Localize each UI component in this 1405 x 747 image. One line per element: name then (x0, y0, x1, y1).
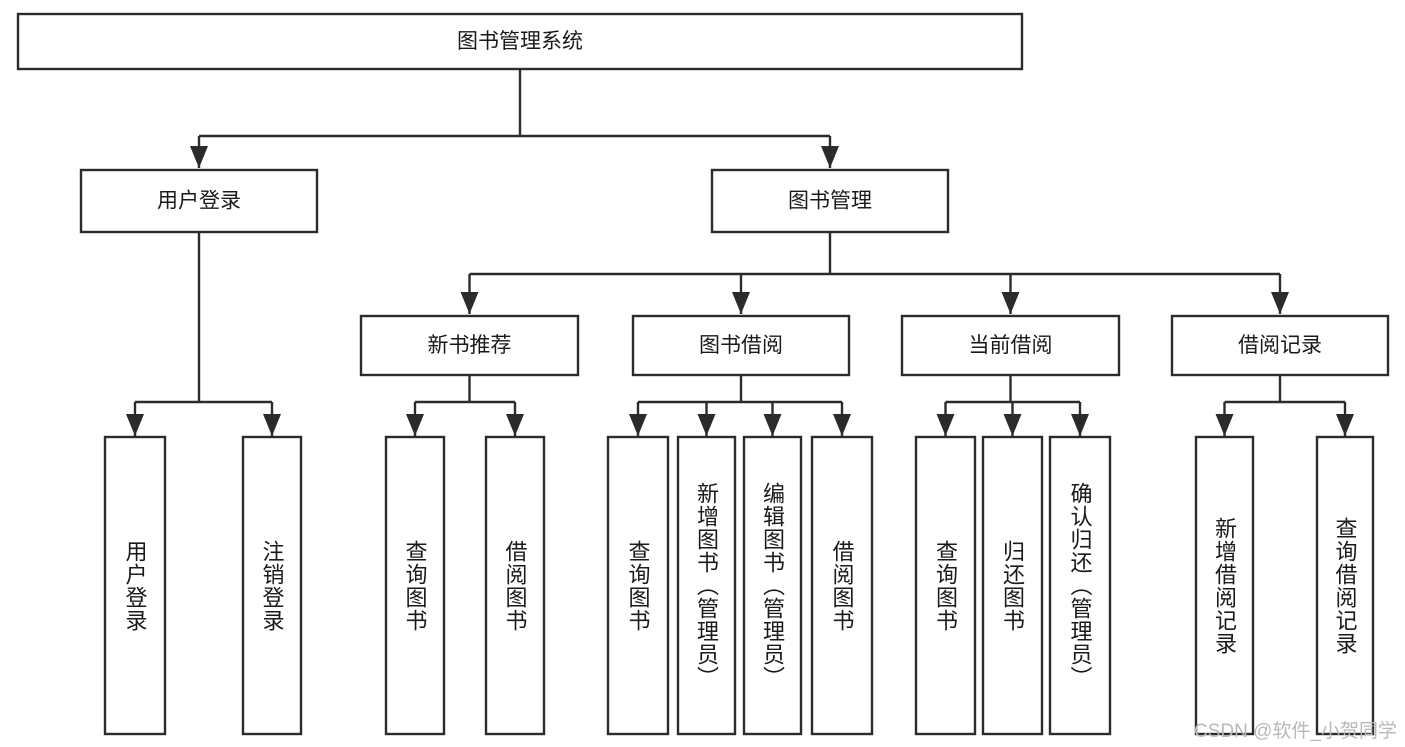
node-leaf-9[interactable] (981, 435, 1044, 736)
node-leaf-4[interactable] (606, 435, 670, 736)
arrow-head-icon (833, 414, 851, 436)
node-leaf-1[interactable] (241, 435, 303, 736)
arrow-head-icon (263, 414, 281, 436)
arrow-head-icon (126, 414, 144, 436)
arrow-head-icon (406, 414, 424, 436)
node-label: 图书管理 (788, 190, 872, 213)
arrow-head-icon (1071, 414, 1089, 436)
arrow-head-icon (1215, 414, 1234, 436)
node-leaf-3[interactable] (484, 435, 546, 736)
arrow-head-icon (1001, 292, 1020, 314)
arrow-head-icon (763, 414, 782, 436)
node-leaf-0[interactable] (103, 435, 167, 736)
node-label: 新书推荐 (428, 334, 512, 357)
node-leaf-8[interactable] (914, 435, 977, 736)
node-label: 图书管理系统 (457, 30, 583, 53)
node-level3-2[interactable]: 当前借阅 (900, 314, 1121, 377)
node-label: 借阅记录 (1238, 334, 1322, 357)
node-level2-1[interactable]: 图书管理 (710, 168, 950, 234)
node-label: 当前借阅 (969, 334, 1053, 357)
connector-lines (126, 69, 1354, 436)
arrow-head-icon (1336, 414, 1354, 436)
arrow-head-icon (732, 292, 750, 314)
node-level3-0[interactable]: 新书推荐 (359, 314, 580, 377)
node-level3-1[interactable]: 图书借阅 (631, 314, 851, 377)
arrow-head-icon (1271, 292, 1289, 314)
arrow-head-icon (821, 146, 839, 168)
node-label: 图书借阅 (699, 334, 783, 357)
node-leaf-10[interactable] (1048, 435, 1112, 736)
arrow-head-icon (460, 292, 479, 314)
arrow-head-icon (629, 414, 647, 436)
node-leaf-6[interactable] (742, 435, 803, 736)
watermark-text: CSDN @软件_小贺同学 (1194, 721, 1397, 742)
node-leaf-12[interactable] (1315, 435, 1375, 736)
node-leaf-5[interactable] (676, 435, 737, 736)
node-leaf-2[interactable] (384, 435, 446, 736)
arrow-head-icon (190, 146, 208, 168)
node-label: 用户登录 (157, 190, 241, 213)
arrow-head-icon (506, 414, 524, 436)
node-level2-0[interactable]: 用户登录 (79, 168, 319, 234)
node-leaf-11[interactable] (1194, 435, 1255, 736)
node-root[interactable]: 图书管理系统 (16, 12, 1024, 71)
arrow-head-icon (697, 414, 716, 436)
arrow-head-icon (936, 414, 955, 436)
node-leaf-7[interactable] (810, 435, 874, 736)
node-level3-3[interactable]: 借阅记录 (1170, 314, 1390, 377)
arrow-head-icon (1003, 414, 1022, 436)
